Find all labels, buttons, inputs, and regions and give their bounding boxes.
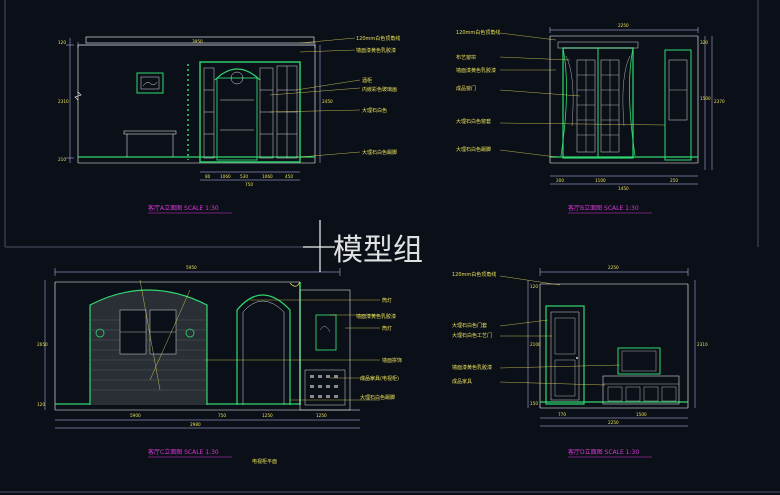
a-dim-6: 80 — [205, 174, 211, 179]
c-label-6: 大理石白色踢脚 — [360, 394, 395, 401]
elevation-d: 120mm白色顶角线 大理石白色门套 大理石白色工艺门 墙面漆黄色乳胶漆 成品家… — [452, 265, 708, 458]
a-dim-4: 2450 — [322, 99, 333, 104]
d-dim-1: 2250 — [608, 265, 619, 270]
a-label-4: 内嵌彩色玻璃画 — [362, 86, 397, 93]
d-title: 客厅D立面图 SCALE 1:30 — [568, 448, 639, 456]
d-door — [545, 305, 585, 405]
d-label-3: 大理石白色工艺门 — [452, 332, 492, 339]
b-dim-5: 1100 — [595, 178, 606, 183]
b-french-window — [557, 41, 639, 159]
c-dim-2: 2650 — [37, 342, 48, 347]
elevation-b: 120mm白色顶角线 布艺窗帘 墙面漆黄色乳胶漆 成品窗门 大理石白色窗套 大理… — [456, 23, 725, 214]
a-label-6: 大理石白色踢脚 — [362, 149, 397, 156]
a-dim-9: 1060 — [262, 174, 273, 179]
c-label-4: 墙面拼饰 — [382, 357, 402, 364]
b-dim-3: 1500 — [700, 96, 711, 101]
c-label-3: 筒灯 — [382, 325, 392, 332]
a-dim-7: 1060 — [220, 174, 231, 179]
c-arched-opening — [236, 294, 291, 405]
a-console-table — [123, 130, 177, 157]
b-dim-7: 1450 — [618, 186, 629, 191]
elevation-c: 筒灯 墙面漆黄色乳胶漆 筒灯 墙面拼饰 成品家具(电视柜) 大理石白色踢脚 59… — [37, 265, 402, 465]
d-tv-console — [602, 347, 680, 405]
a-label-5: 大理石白色 — [362, 107, 387, 114]
c-title: 客厅C立面图 SCALE 1:30 — [148, 448, 219, 456]
c-dim-1: 5950 — [186, 265, 197, 270]
a-crown-molding — [85, 36, 315, 44]
b-side-window — [664, 49, 692, 161]
a-dim-5: 210 — [58, 157, 66, 162]
d-dim-5: 1500 — [636, 412, 647, 417]
c-dim-4: 750 — [218, 413, 226, 418]
c-brick-feature-wall — [89, 289, 208, 405]
a-label-2: 墙面漆黄色乳胶漆 — [356, 47, 396, 54]
d-dim-4: 770 — [558, 412, 566, 417]
d-dim-7: 120 — [530, 284, 538, 289]
d-dim-8: 150 — [530, 401, 538, 406]
b-dim-1: 2250 — [618, 23, 629, 28]
b-dim-4: 200 — [556, 178, 564, 183]
c-label-5: 成品家具(电视柜) — [360, 375, 399, 382]
a-label-1: 120mm白色顶角线 — [356, 35, 400, 42]
c-label-2: 墙面漆黄色乳胶漆 — [356, 313, 396, 320]
c-dim-3: 5900 — [130, 413, 141, 418]
b-dim-6: 250 — [670, 178, 678, 183]
b-label-2: 布艺窗帘 — [456, 54, 476, 61]
a-dim-3: 2310 — [58, 99, 69, 104]
watermark: 模型组 — [333, 233, 423, 268]
c-dim-6: 1250 — [316, 413, 327, 418]
b-label-1: 120mm白色顶角线 — [456, 29, 500, 36]
d-label-1: 120mm白色顶角线 — [452, 271, 496, 278]
a-dim-8: 530 — [240, 174, 248, 179]
d-dim-2: 2310 — [697, 342, 708, 347]
b-label-3: 墙面漆黄色乳胶漆 — [456, 67, 496, 74]
c-tv-cabinet — [299, 289, 351, 411]
a-dim-1: 3950 — [192, 39, 203, 44]
b-title: 客厅B立面图 SCALE 1:30 — [568, 204, 639, 212]
b-label-4: 成品窗门 — [456, 85, 476, 92]
d-label-4: 墙面漆黄色乳胶漆 — [452, 364, 492, 371]
a-dim-10: 450 — [285, 174, 293, 179]
c-sublabel: 电视柜平面 — [252, 458, 277, 465]
a-dim-2: 120 — [58, 40, 66, 45]
b-label-5: 大理石白色窗套 — [456, 118, 491, 125]
d-label-5: 成品家具 — [452, 378, 472, 385]
d-dim-3: 2100 — [530, 342, 541, 347]
c-dim-5: 1250 — [262, 413, 273, 418]
d-dim-6: 2250 — [608, 420, 619, 425]
c-dim-8: 120 — [37, 402, 45, 407]
elevation-a: 120mm白色顶角线 墙面漆黄色乳胶漆 酒柜 内嵌彩色玻璃画 大理石白色 大理石… — [58, 35, 400, 214]
a-label-3: 酒柜 — [362, 77, 372, 84]
a-title: 客厅A立面图 SCALE 1:30 — [148, 204, 219, 212]
c-label-1: 筒灯 — [382, 297, 392, 304]
d-label-2: 大理石白色门套 — [452, 322, 487, 329]
a-dim-11: 750 — [245, 182, 253, 187]
b-dim-2: 320 — [700, 40, 708, 45]
a-wine-cabinet — [187, 61, 301, 163]
a-wall-painting — [136, 72, 164, 94]
b-label-6: 大理石白色踢脚 — [456, 146, 491, 153]
b-dim-8: 2370 — [714, 99, 725, 104]
c-dim-7: 2980 — [190, 422, 201, 427]
